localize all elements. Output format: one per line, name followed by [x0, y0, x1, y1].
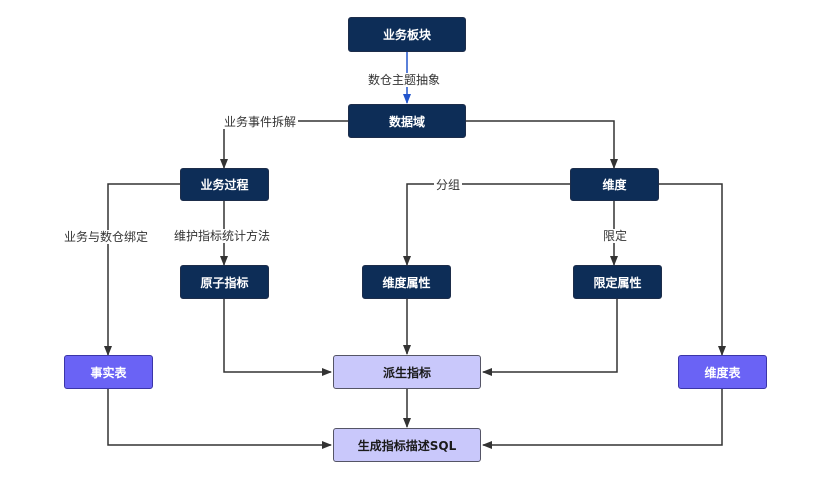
node-business-block[interactable]: 业务板块 [348, 17, 466, 52]
node-dimension-attribute[interactable]: 维度属性 [362, 265, 451, 299]
node-qualifier-attribute[interactable]: 限定属性 [573, 265, 662, 299]
node-business-process[interactable]: 业务过程 [180, 168, 269, 201]
node-dimension[interactable]: 维度 [570, 168, 659, 201]
edge-fact-to-sql [107, 389, 332, 449]
label-business-warehouse-binding: 业务与数仓绑定 [62, 230, 151, 244]
edge-dimension-to-dimattr [403, 183, 570, 266]
label-warehouse-theme-abstraction: 数仓主题抽象 [366, 73, 443, 87]
edge-atomic-to-derived [223, 299, 332, 376]
label-grouping: 分组 [434, 178, 463, 192]
label-maintain-metric-stat-method: 维护指标统计方法 [172, 229, 273, 243]
label-qualify: 限定 [601, 229, 630, 243]
node-atomic-metric[interactable]: 原子指标 [180, 265, 269, 299]
edge-dimtable-to-sql [482, 389, 723, 449]
edge-process-to-fact [104, 183, 180, 356]
node-generate-sql[interactable]: 生成指标描述SQL [333, 428, 481, 462]
edge-qualattr-to-derived [482, 299, 618, 376]
edge-dimension-to-dimtable [658, 183, 726, 356]
node-fact-table[interactable]: 事实表 [64, 355, 153, 389]
node-dimension-table[interactable]: 维度表 [678, 355, 767, 389]
node-derived-metric[interactable]: 派生指标 [333, 355, 481, 389]
edge-domain-to-dimension [466, 120, 618, 169]
node-data-domain[interactable]: 数据域 [348, 104, 466, 138]
label-business-event-decomposition: 业务事件拆解 [222, 115, 299, 129]
